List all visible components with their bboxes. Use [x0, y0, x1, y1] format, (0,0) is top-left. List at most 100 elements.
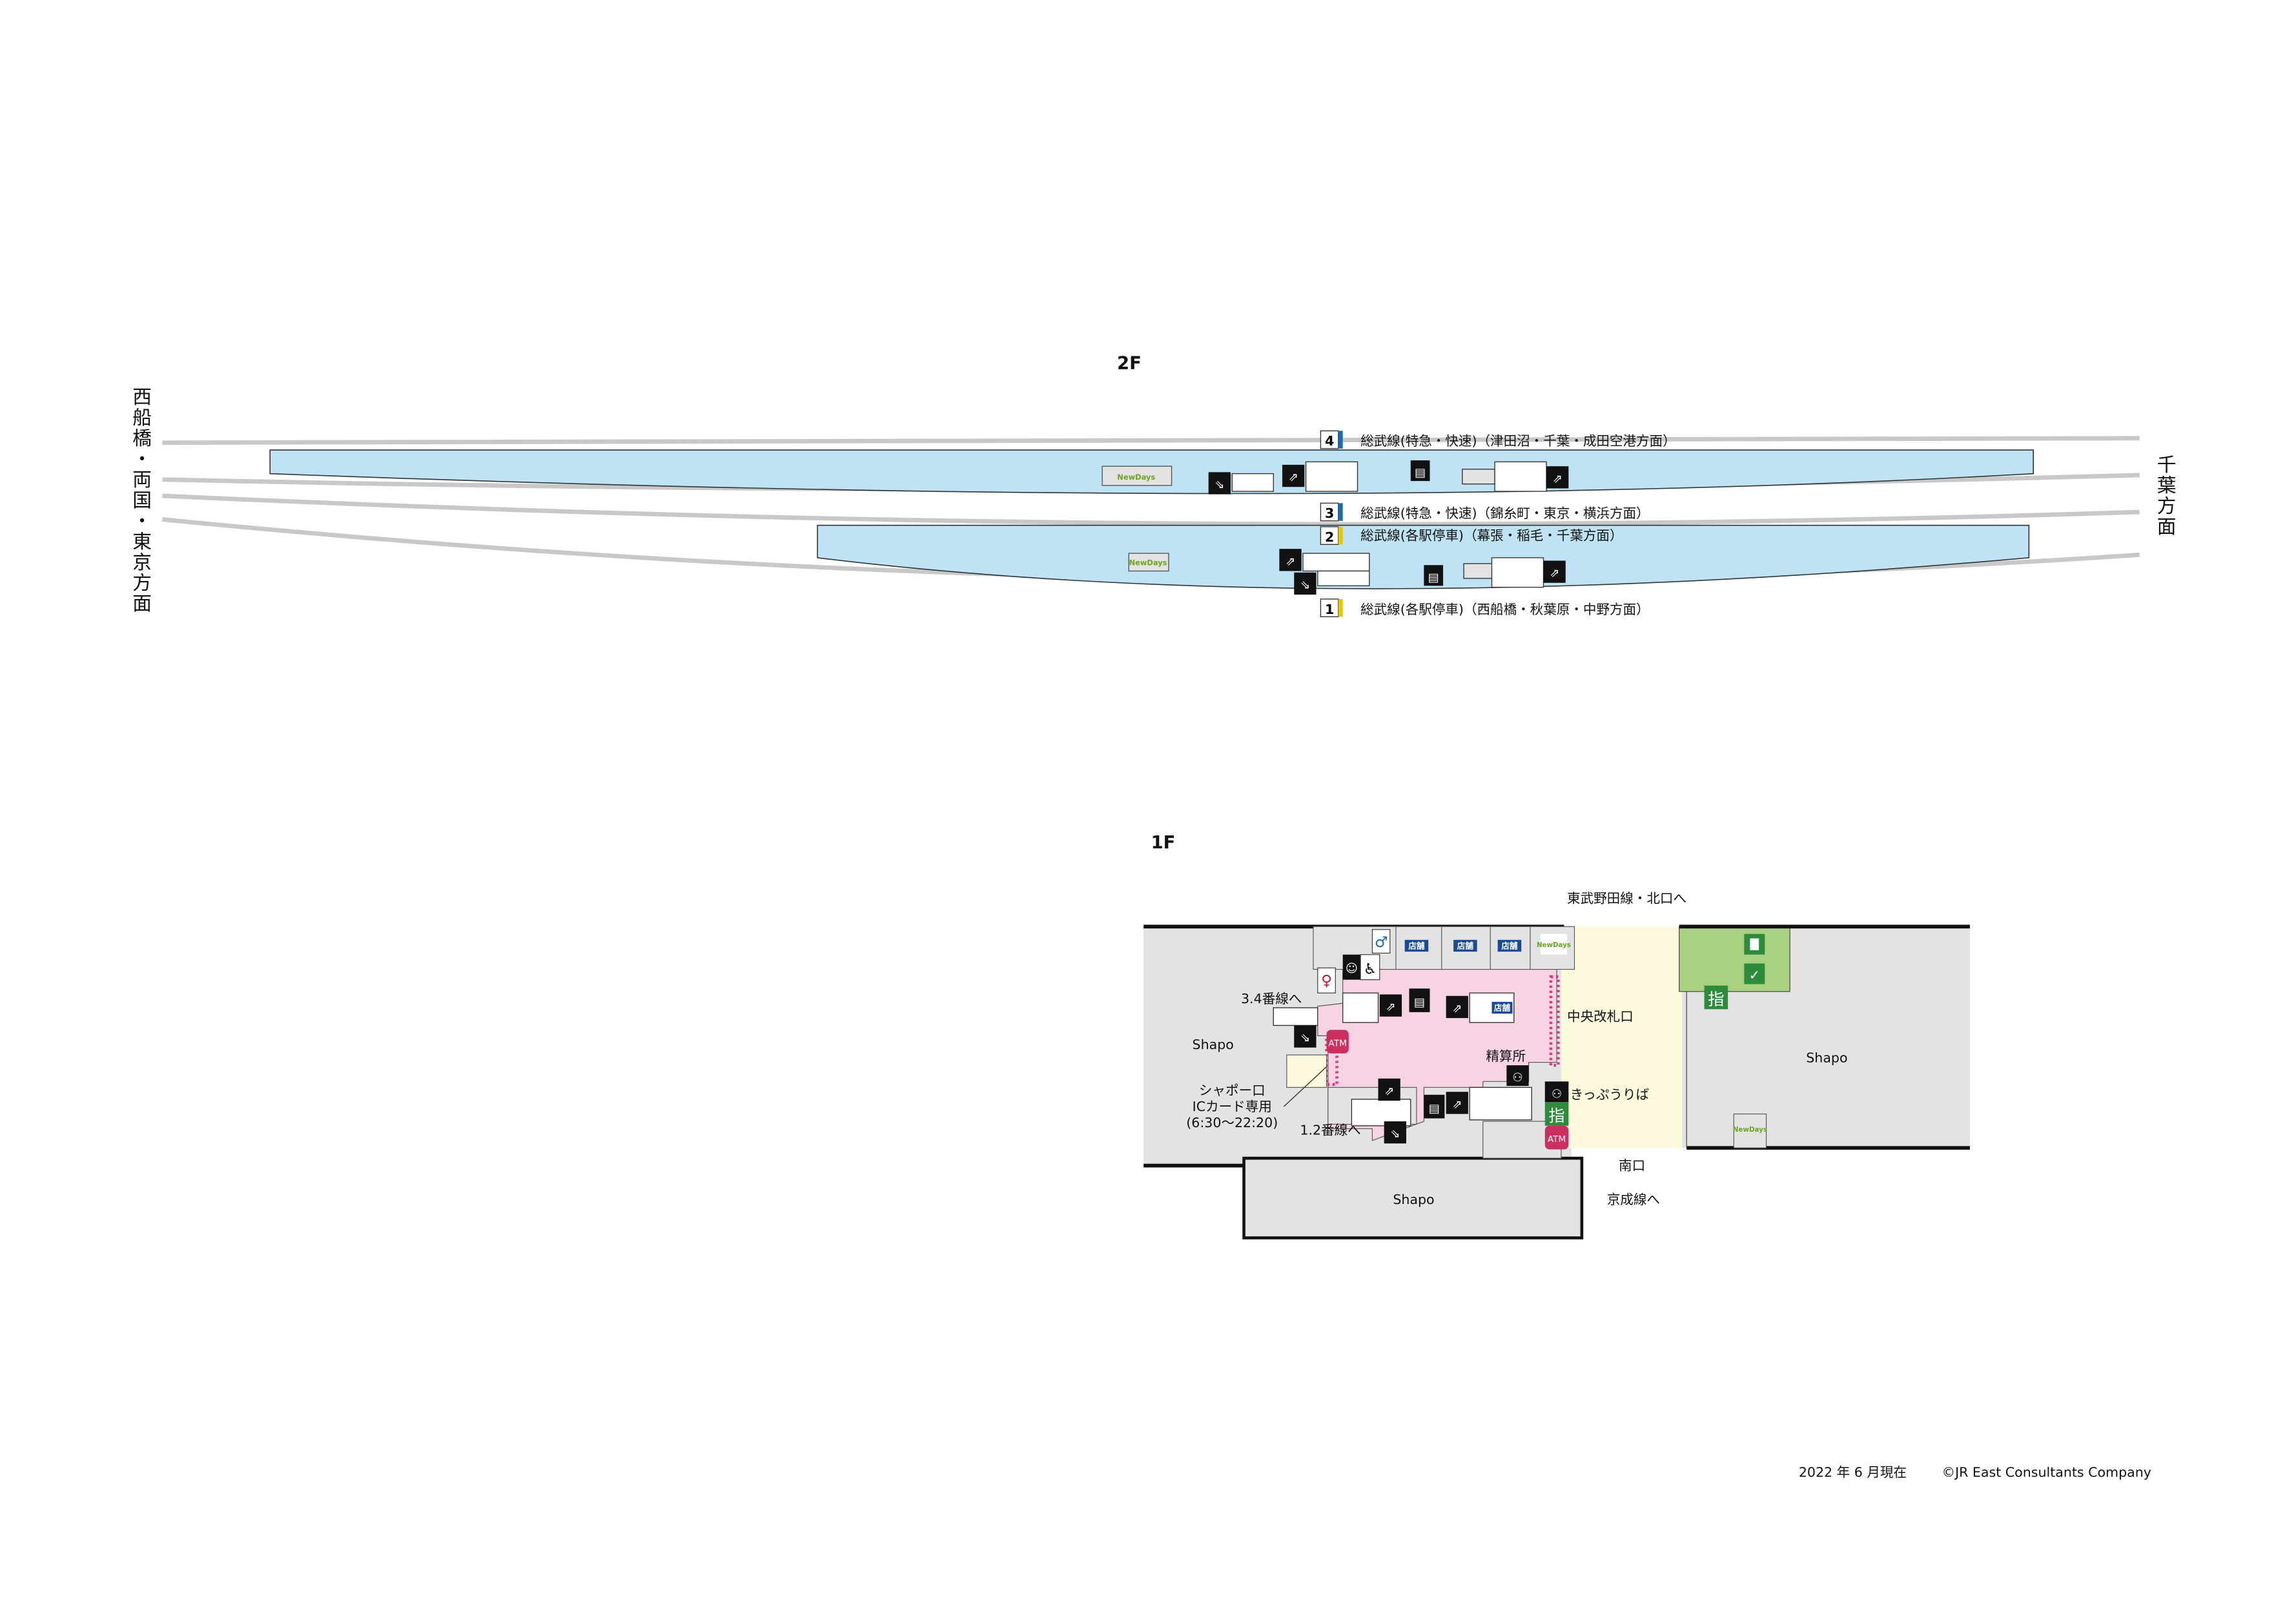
stairs-up-icon: ⇗ — [1446, 995, 1468, 1018]
baby-care-icon: ☺ — [1342, 954, 1361, 980]
toilet-women-icon: ♀ — [1317, 967, 1336, 994]
floor-label-1f: 1F — [1151, 833, 1176, 853]
west-direction-label: 西船橋・両国・東京方面 — [129, 387, 152, 614]
newdays-shop: NewDays — [1537, 934, 1571, 955]
svg-text:✓: ✓ — [1749, 968, 1760, 983]
svg-text:総武線(各駅停車)（幕張・稲毛・千葉方面）: 総武線(各駅停車)（幕張・稲毛・千葉方面） — [1360, 527, 1623, 543]
elevator-icon: ▤ — [1424, 1094, 1445, 1119]
ticket-machine-icon: ⚇ — [1544, 1081, 1569, 1103]
green-window-sign: 指 — [1704, 985, 1728, 1010]
stairs-up-icon: ⇗ — [1282, 464, 1305, 487]
stairs-up-icon: ⇗ — [1546, 466, 1569, 489]
shop-sign: 店舗 — [1404, 939, 1429, 952]
elevator-icon: ▤ — [1409, 988, 1430, 1012]
stairs — [1305, 461, 1358, 492]
newdays-shop-platform-34: NewDays — [1102, 465, 1173, 486]
platform-1-2 — [817, 524, 2030, 589]
toilet-men-icon: ♂ — [1371, 929, 1391, 954]
svg-text:▤: ▤ — [1428, 571, 1439, 584]
stairs-up-icon: ⇗ — [1543, 560, 1566, 583]
stairs — [1342, 992, 1379, 1023]
svg-text:⇘: ⇘ — [1390, 1127, 1400, 1141]
track-label-4: 4 総武線(特急・快速)（津田沼・千葉・成田空港方面） — [1320, 430, 1676, 449]
track-4 — [162, 436, 2140, 445]
green-window-icons: ✓ — [1744, 934, 1765, 985]
shapo-east-label: Shapo — [1806, 1050, 1847, 1066]
elevator-icon: ▤ — [1424, 565, 1444, 586]
to-tracks-34-label: 3.4番線へ — [1241, 991, 1302, 1006]
green-window-area — [1679, 926, 1790, 992]
escalator-icon: ⇘ — [1294, 572, 1317, 595]
svg-text:総武線(各駅停車)（西船橋・秋葉原・中野方面）: 総武線(各駅停車)（西船橋・秋葉原・中野方面） — [1360, 602, 1650, 617]
track-label-3: 3 総武線(特急・快速)（錦糸町・東京・横浜方面） — [1320, 502, 1650, 522]
fare-adjustment-icon: ⚇ — [1506, 1065, 1529, 1087]
svg-text:⚇: ⚇ — [1512, 1071, 1522, 1085]
stair-landing — [1462, 469, 1495, 485]
keisei-label: 京成線へ — [1607, 1192, 1660, 1207]
svg-text:⇗: ⇗ — [1286, 555, 1295, 568]
escalator — [1231, 473, 1274, 492]
track-2 — [162, 493, 2140, 527]
svg-text:NewDays: NewDays — [1733, 1126, 1767, 1134]
ticket-office-label: きっぷうりば — [1570, 1087, 1649, 1103]
svg-text:店舗: 店舗 — [1457, 941, 1474, 951]
central-gate-label: 中央改札口 — [1567, 1009, 1634, 1025]
svg-text:シャポー口: シャポー口 — [1199, 1083, 1266, 1098]
svg-text:⇘: ⇘ — [1300, 578, 1310, 592]
svg-text:3: 3 — [1325, 505, 1334, 521]
svg-text:⇗: ⇗ — [1550, 567, 1559, 580]
svg-text:2: 2 — [1325, 529, 1334, 545]
wheelchair-icon: ♿ — [1360, 954, 1380, 981]
date-label: 2022 年 6 月現在 — [1799, 1465, 1907, 1480]
svg-text:▤: ▤ — [1414, 996, 1425, 1010]
escalator — [1317, 570, 1370, 587]
svg-text:♿: ♿ — [1364, 961, 1377, 977]
escalator-34 — [1273, 1007, 1318, 1026]
copyright: ©JR East Consultants Company — [1942, 1465, 2151, 1480]
svg-text:♂: ♂ — [1375, 934, 1388, 951]
stairs-up-icon: ⇗ — [1379, 994, 1402, 1017]
shapo-south-area — [1242, 1156, 1584, 1240]
svg-text:4: 4 — [1325, 433, 1334, 449]
elevator-icon: ▤ — [1410, 460, 1430, 482]
svg-text:NewDays: NewDays — [1117, 473, 1155, 482]
svg-text:ICカード専用: ICカード専用 — [1193, 1099, 1272, 1114]
svg-text:☺: ☺ — [1346, 962, 1358, 975]
stair-landing — [1463, 563, 1494, 579]
shapo-gate-area — [1286, 1054, 1327, 1088]
shapo-gate-label: シャポー口 ICカード専用 (6:30〜22:20) — [1186, 1083, 1278, 1130]
svg-text:⇗: ⇗ — [1553, 472, 1563, 485]
stairs-up-icon: ⇗ — [1378, 1078, 1400, 1101]
svg-text:指: 指 — [1548, 1107, 1564, 1125]
atm-sign: ATM — [1544, 1125, 1569, 1150]
svg-text:指: 指 — [1708, 990, 1724, 1008]
svg-text:⇗: ⇗ — [1386, 1001, 1395, 1014]
floor-label-2f: 2F — [1117, 353, 1142, 373]
shapo-south-label: Shapo — [1393, 1192, 1434, 1207]
ticket-gates-central — [1549, 975, 1560, 1067]
shop-sign: 店舗 — [1453, 939, 1477, 952]
svg-text:▤: ▤ — [1429, 1102, 1440, 1116]
svg-text:西船橋・両国・東京方面: 西船橋・両国・東京方面 — [129, 387, 152, 614]
svg-text:▤: ▤ — [1415, 466, 1426, 480]
svg-text:総武線(特急・快速)（津田沼・千葉・成田空港方面）: 総武線(特急・快速)（津田沼・千葉・成田空港方面） — [1360, 433, 1676, 449]
svg-text:♀: ♀ — [1321, 973, 1332, 990]
green-window-icon: 指 — [1544, 1102, 1569, 1126]
svg-text:NewDays: NewDays — [1537, 941, 1571, 949]
escalator-icon: ⇘ — [1294, 1025, 1317, 1048]
track-label-1: 1 総武線(各駅停車)（西船橋・秋葉原・中野方面） — [1320, 598, 1650, 618]
shapo-west-label: Shapo — [1193, 1037, 1234, 1052]
shop-sign: 店舗 — [1497, 939, 1522, 952]
stairs — [1491, 557, 1544, 588]
stairs — [1494, 461, 1547, 492]
stairs — [1302, 553, 1370, 572]
newdays-shop-east: NewDays — [1733, 1113, 1767, 1148]
stairs-up-icon: ⇗ — [1446, 1092, 1468, 1114]
to-tracks-12-label: 1.2番線へ — [1300, 1122, 1360, 1138]
svg-text:1: 1 — [1325, 602, 1334, 617]
svg-text:⇘: ⇘ — [1215, 478, 1224, 492]
svg-text:千葉方面: 千葉方面 — [2153, 454, 2176, 537]
stairs-up-icon: ⇗ — [1279, 549, 1302, 571]
svg-text:ATM: ATM — [1328, 1038, 1347, 1048]
